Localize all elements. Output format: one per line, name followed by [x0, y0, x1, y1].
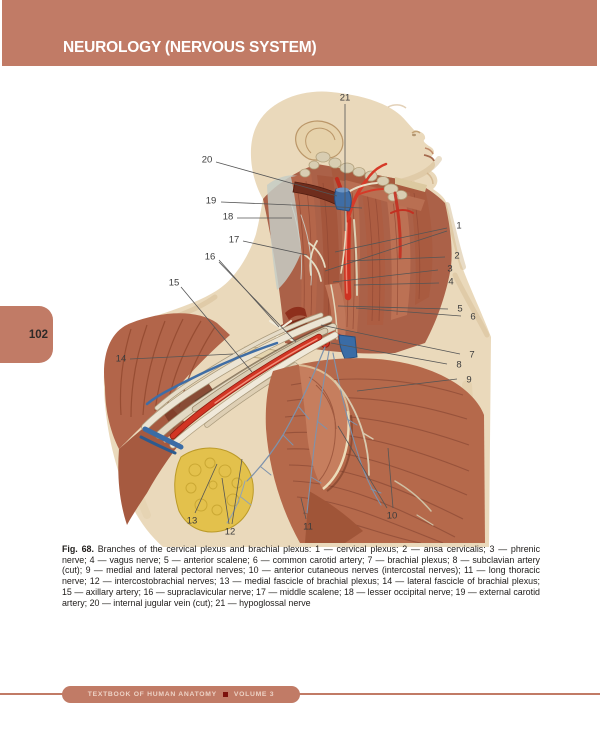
mouth-line	[423, 154, 435, 162]
callout-number-11: 11	[303, 522, 313, 533]
figure-caption: Fig. 68. Branches of the cervical plexus…	[62, 544, 540, 608]
footer-volume: VOLUME 3	[233, 691, 275, 698]
callout-number-19: 19	[206, 196, 217, 207]
callout-number-6: 6	[470, 312, 475, 323]
common-carotid-artery	[344, 215, 352, 301]
footer-banner: TEXTBOOK OF HUMAN ANATOMY VOLUME 3	[62, 686, 300, 703]
leader-line-9	[356, 378, 458, 392]
leader-line-16	[218, 261, 297, 343]
vagus-nerve	[353, 219, 358, 296]
callout-number-20: 20	[202, 155, 213, 166]
callout-number-2: 2	[454, 251, 459, 262]
leader-line-1	[324, 230, 448, 272]
callout-number-4: 4	[448, 277, 453, 288]
pectoralis-major	[265, 358, 485, 543]
nose-line	[411, 130, 421, 134]
leader-line-1	[334, 227, 448, 253]
leader-line-19	[220, 201, 363, 209]
header-bar: NEUROLOGY (NERVOUS SYSTEM)	[2, 0, 597, 66]
callout-number-21: 21	[340, 93, 351, 104]
leader-line-4	[353, 282, 440, 286]
head-details	[295, 104, 435, 185]
leader-line-8	[330, 342, 448, 365]
leader-line-12	[221, 477, 230, 525]
footer-rule	[0, 693, 600, 695]
footer-book-title: TEXTBOOK OF HUMAN ANATOMY	[87, 691, 217, 698]
callout-number-18: 18	[223, 212, 234, 223]
leader-line-12	[231, 458, 243, 525]
callout-number-10: 10	[387, 511, 398, 522]
square-bullet-icon	[222, 692, 228, 697]
leader-line-5	[337, 305, 449, 310]
figure-caption-label: Fig. 68.	[62, 544, 94, 554]
callout-number-14: 14	[116, 354, 127, 365]
page-number-tab: 102	[0, 306, 53, 363]
leader-line-3	[332, 269, 439, 283]
callout-number-17: 17	[229, 235, 240, 246]
callout-number-1: 1	[456, 221, 461, 232]
leader-line-7	[320, 324, 461, 355]
callout-number-3: 3	[447, 264, 452, 275]
intercostal-nerves	[226, 346, 434, 526]
callout-number-15: 15	[169, 278, 180, 289]
leader-line-2	[346, 256, 446, 262]
leader-line-11	[300, 497, 307, 520]
callout-number-8: 8	[456, 360, 461, 371]
leader-line-10	[337, 425, 388, 509]
callout-number-7: 7	[469, 350, 474, 361]
leader-line-6	[355, 307, 462, 317]
callout-number-13: 13	[187, 516, 198, 527]
brachial-plexus	[139, 312, 339, 455]
leader-line-15	[180, 286, 253, 373]
external-carotid-artery	[346, 179, 368, 221]
leader-line-14	[129, 353, 234, 360]
figure-caption-text: Branches of the cervical plexus and brac…	[62, 544, 541, 608]
callout-number-5: 5	[457, 304, 462, 315]
neck-dissection	[263, 151, 452, 354]
axillary-vein	[142, 426, 184, 450]
page-number: 102	[28, 328, 48, 341]
page-title: NEUROLOGY (NERVOUS SYSTEM)	[63, 39, 317, 56]
cephalic-vein	[145, 341, 279, 406]
cervical-plexus-loops	[308, 242, 326, 268]
leader-line-20	[215, 161, 338, 197]
leader-line-13	[194, 463, 218, 514]
leader-line-10	[387, 447, 394, 509]
callout-number-16: 16	[205, 252, 216, 263]
leader-line-17	[242, 240, 308, 256]
axillary-artery	[170, 334, 322, 439]
subclavian-vein	[338, 334, 358, 360]
callout-number-12: 12	[225, 527, 236, 538]
callout-number-9: 9	[466, 375, 471, 386]
